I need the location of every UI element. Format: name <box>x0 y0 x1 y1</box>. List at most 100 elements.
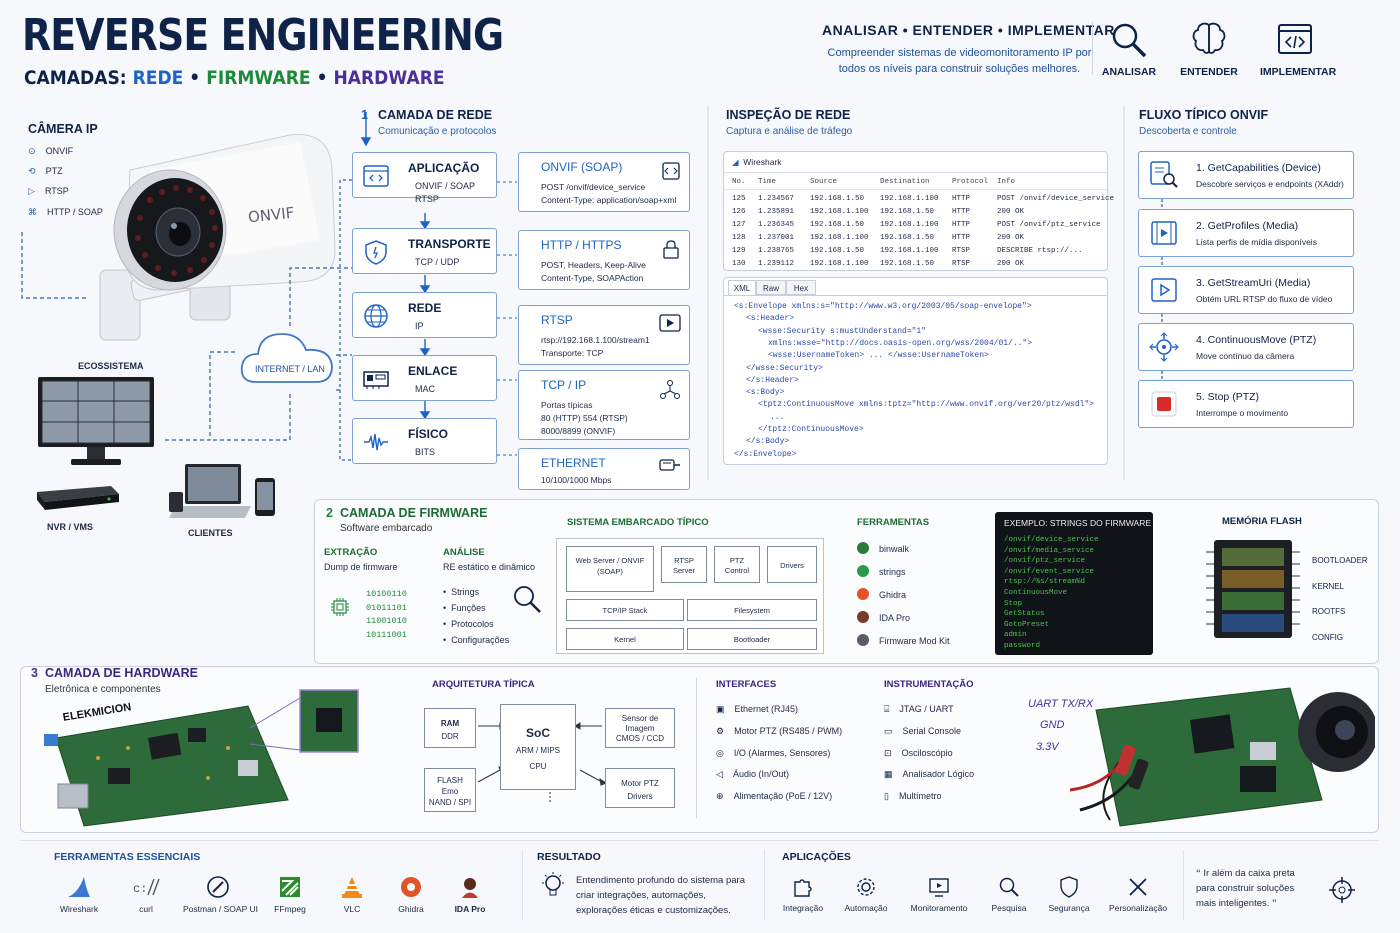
onvif-step-5[interactable]: 5. Stop (PTZ) Interrompe o movimento <box>1138 380 1354 428</box>
terminal-title: EXEMPLO: STRINGS DO FIRMWARE <box>1004 518 1152 528</box>
onvif-step-title: 3. GetStreamUri (Media) <box>1196 277 1311 289</box>
shield-icon <box>1060 876 1078 898</box>
onvif-step-1[interactable]: 1. GetCapabilities (Device) Descobre ser… <box>1138 151 1354 199</box>
layer-title: FÍSICO <box>408 427 449 441</box>
tool-idapro[interactable]: IDA Pro <box>857 611 910 623</box>
onvif-step-3[interactable]: 3. GetStreamUri (Media) Obtém URL RTSP d… <box>1138 266 1354 314</box>
tool-strings[interactable]: strings <box>857 565 906 577</box>
clients-label: CLIENTES <box>188 528 233 538</box>
shield-icon <box>365 240 387 265</box>
footer-tool-vlc[interactable]: VLC <box>317 875 387 914</box>
inspection-subtitle: Captura e análise de tráfego <box>726 126 853 137</box>
header-icon-label: ANALISAR <box>1101 66 1157 78</box>
header-description: Compreender sistemas de videomonitoramen… <box>827 47 1092 75</box>
subtitle-hardware: HARDWARE <box>333 67 445 89</box>
result-text: Entendimento profundo do sistema para cr… <box>576 875 745 916</box>
tool-fmk[interactable]: Firmware Mod Kit <box>857 634 950 646</box>
move-icon <box>1149 332 1179 362</box>
xml-line: <tptz:ContinuousMove xmlns:tptz="http://… <box>758 400 1095 410</box>
tab-xml[interactable]: XML <box>728 280 756 295</box>
onvif-step-desc: Descobre serviços e endpoints (XAddr) <box>1196 179 1344 189</box>
subtitle-prefix: CAMADAS: <box>24 67 127 89</box>
hardware-title: CAMADA DE HARDWARE <box>45 666 199 680</box>
block-tcpip: TCP/IP Stack <box>566 599 684 621</box>
layer-title: ENLACE <box>408 364 458 378</box>
app-personalizacao[interactable]: Personalização <box>1103 876 1173 913</box>
layer-rede[interactable]: REDE IP <box>352 292 497 338</box>
tab-hex[interactable]: Hex <box>786 280 816 295</box>
block-kernel: Kernel <box>566 628 684 650</box>
camera-title: CÂMERA IP <box>28 122 98 136</box>
footer-tool-ffmpeg[interactable]: FFmpeg <box>255 875 325 914</box>
layer-fisico[interactable]: FÍSICO BITS <box>352 418 497 464</box>
terminal-line: /onvif/device_service <box>1004 536 1099 544</box>
cloud-label: INTERNET / LAN <box>255 364 325 374</box>
layer-enlace[interactable]: ENLACE MAC <box>352 355 497 401</box>
footer-tool-idapro[interactable]: IDA Pro <box>435 875 505 914</box>
ghidra-icon <box>401 877 421 897</box>
svg-text:c:: c: <box>133 882 147 896</box>
app-monitoramento[interactable]: Monitoramento <box>904 876 974 913</box>
layer-transporte[interactable]: TRANSPORTE TCP / UDP <box>352 228 497 274</box>
onvif-step-title: 5. Stop (PTZ) <box>1196 391 1260 403</box>
tool-binwalk[interactable]: binwalk <box>857 542 909 554</box>
subtitle-rede: REDE <box>132 67 184 89</box>
app-integracao[interactable]: Integração <box>768 876 838 913</box>
app-automacao[interactable]: Automação <box>831 876 901 913</box>
onvif-step-2[interactable]: 2. GetProfiles (Media) Lista perfis de m… <box>1138 209 1354 257</box>
layer-title: APLICAÇÃO <box>408 161 480 175</box>
analysis-subtitle: RE estático e dinâmico <box>443 562 536 572</box>
app-pesquisa[interactable]: Pesquisa <box>974 876 1044 913</box>
instrument-logic: ▦ Analisador Lógico <box>884 769 975 779</box>
code-icon <box>363 165 389 187</box>
block-drivers: Drivers <box>767 546 817 583</box>
footer-tool-curl[interactable]: c: curl <box>111 875 181 914</box>
feature-rtsp: ▷ RTSP <box>28 186 69 196</box>
onvif-step-desc: Lista perfis de mídia disponíveis <box>1196 237 1317 247</box>
footer-tool-wireshark[interactable]: Wireshark <box>44 875 114 914</box>
extraction-subtitle: Dump de firmware <box>324 562 398 572</box>
interface-motor: ⚙ Motor PTZ (RS485 / PWM) <box>716 726 843 736</box>
onvif-step-title: 4. ContinuousMove (PTZ) <box>1196 334 1317 346</box>
terminal-line: Stop <box>1004 599 1023 608</box>
onvif-step-desc: Interrompe o movimento <box>1196 408 1289 418</box>
instrument-multimeter: ▯ Multímetro <box>884 791 942 801</box>
subtitle-bullet-1: • <box>189 67 201 89</box>
arch-title: ARQUITETURA TÍPICA <box>432 679 535 690</box>
onvif-flow-title: FLUXO TÍPICO ONVIF <box>1139 108 1269 122</box>
flash-part: KERNEL <box>1312 581 1345 591</box>
ghidra-icon <box>857 588 869 600</box>
packet-detail-panel[interactable]: XML Raw Hex <s:Envelope xmlns:s="http://… <box>723 277 1108 465</box>
xml-line: </s:Header> <box>746 375 799 385</box>
embedded-title: SISTEMA EMBARCADO TÍPICO <box>567 517 709 528</box>
onvif-step-title: 2. GetProfiles (Media) <box>1196 220 1299 232</box>
interface-audio: ◁ Áudio (In/Out) <box>716 769 789 779</box>
code-doc-icon <box>662 162 680 180</box>
footer-tool-postman[interactable]: Postman / SOAP UI <box>183 875 258 914</box>
onvif-step-4[interactable]: 4. ContinuousMove (PTZ) Move contínuo da… <box>1138 323 1354 371</box>
firmware-subtitle: Software embarcado <box>340 523 433 534</box>
app-seguranca[interactable]: Segurança <box>1034 876 1104 913</box>
tab-raw[interactable]: Raw <box>756 280 786 295</box>
onvif-flow-subtitle: Descoberta e controle <box>1139 126 1237 137</box>
protocol-ethernet[interactable]: ETHERNET 10/100/1000 Mbps <box>518 448 690 490</box>
ethernet-icon <box>659 459 680 471</box>
chip-icon <box>331 598 349 616</box>
network-card-icon <box>363 371 389 389</box>
protocol-desc: 10/100/1000 Mbps <box>541 475 612 485</box>
strings-icon <box>857 565 869 577</box>
tool-ghidra[interactable]: Ghidra <box>857 588 906 600</box>
globe-icon <box>364 304 388 328</box>
stop-icon <box>1151 391 1177 417</box>
footer-tool-ghidra[interactable]: Ghidra <box>376 875 446 914</box>
